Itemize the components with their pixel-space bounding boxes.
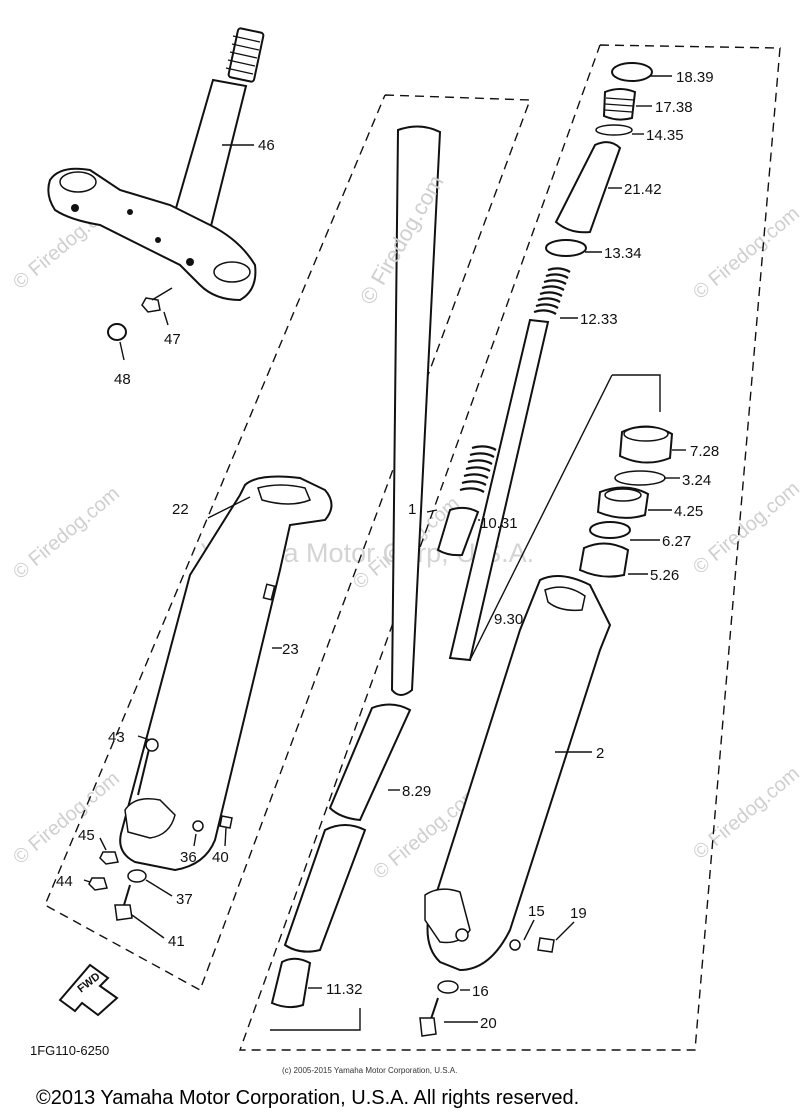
fwd-arrow-icon: FWD: [58, 963, 119, 1017]
watermark-tile: © Firedog.com: [689, 762, 800, 863]
left-outer-tube: [119, 475, 333, 872]
bottom-bracket: [270, 1008, 361, 1031]
label-part-40: 40: [212, 849, 229, 866]
label-part-37: 37: [176, 891, 193, 908]
label-part-12-33: 12.33: [580, 311, 618, 328]
gasket-16: [437, 980, 459, 994]
cap-48: [107, 323, 127, 341]
right-tube-top: [544, 586, 586, 612]
piston-ring-10: [436, 506, 480, 557]
group-outlines: [44, 44, 781, 1051]
label-part-41: 41: [168, 933, 185, 950]
taper-spindle-11: [270, 957, 312, 1009]
right-fork-assembly: [270, 62, 674, 1037]
part-labels: 46 47 48 22 23 43 45 44 36 40 37 41 1 10…: [56, 69, 719, 1032]
rebound-spring: [459, 445, 497, 493]
label-part-43: 43: [108, 729, 125, 746]
label-part-20: 20: [480, 1015, 497, 1032]
washer-36: [192, 820, 204, 832]
label-part-9-30: 9.30: [494, 611, 523, 628]
fork-spring-12: [533, 267, 571, 315]
clip-3: [614, 470, 666, 486]
bolt-41: [114, 884, 133, 921]
diagram-code: 1FG110-6250: [30, 1043, 109, 1058]
left-tube-top: [257, 484, 311, 505]
watermark-tile: © Firedog.com: [689, 202, 800, 303]
washer-6: [589, 521, 631, 539]
bracket-bore-right: [213, 261, 251, 283]
bolt-40: [219, 815, 233, 829]
nut-44: [88, 877, 108, 891]
label-part-18-39: 18.39: [676, 69, 714, 86]
watermark-tile: © Firedog.com: [689, 477, 800, 578]
label-part-44: 44: [56, 873, 73, 890]
washer-37: [127, 869, 147, 883]
label-part-13-34: 13.34: [604, 245, 642, 262]
copyright-small: (c) 2005-2015 Yamaha Motor Corporation, …: [282, 1066, 457, 1075]
bolt-20: [419, 997, 439, 1037]
right-fork-group-outline: [239, 44, 781, 1051]
bolt-47: [141, 287, 173, 313]
watermark-tile: © Firedog.com: [9, 482, 124, 583]
label-part-19: 19: [570, 905, 587, 922]
washer-15: [509, 939, 521, 951]
seal-group-bracket: [612, 374, 661, 412]
label-part-5-26: 5.26: [650, 567, 679, 584]
label-part-11-32: 11.32: [326, 981, 362, 998]
spring-seat-13: [545, 239, 587, 257]
label-part-16: 16: [472, 983, 489, 1000]
label-part-14-35: 14.35: [646, 127, 684, 144]
bracket-bore-left: [59, 171, 97, 193]
left-fork-group-outline: [44, 94, 531, 992]
label-part-3-24: 3.24: [682, 472, 711, 489]
copyright-main: ©2013 Yamaha Motor Corporation, U.S.A. A…: [36, 1087, 579, 1109]
label-part-1: 1: [408, 501, 416, 518]
label-part-4-25: 4.25: [674, 503, 703, 520]
label-part-17-38: 17.38: [655, 99, 693, 116]
bolt-19: [537, 937, 555, 953]
lower-bracket: [47, 167, 257, 302]
label-part-6-27: 6.27: [662, 533, 691, 550]
label-part-23: 23: [282, 641, 299, 658]
cap-bolt-18: [611, 62, 653, 82]
label-part-2: 2: [596, 745, 604, 762]
right-outer-tube: [426, 575, 612, 972]
steering-stem-assembly: [47, 27, 265, 341]
leader-lines: [83, 75, 686, 1023]
label-part-36: 36: [180, 849, 197, 866]
inner-tube-left: [390, 125, 442, 696]
label-part-45: 45: [78, 827, 95, 844]
spacer-21: [554, 141, 622, 234]
o-ring-14: [595, 124, 633, 136]
label-part-15: 15: [528, 903, 545, 920]
seal-group-bracket: [469, 374, 613, 661]
bushing-5: [578, 542, 630, 578]
label-part-47: 47: [164, 331, 181, 348]
label-part-7-28: 7.28: [690, 443, 719, 460]
label-part-22: 22: [172, 501, 189, 518]
left-fork-assembly: FWD: [58, 125, 442, 1017]
inner-tube-lower: [283, 824, 367, 953]
bolt-43: [137, 738, 159, 796]
label-part-8-29: 8.29: [402, 783, 431, 800]
left-axle-clamp: [124, 798, 176, 839]
damper-rod: [448, 318, 550, 662]
stem-tube: [170, 78, 248, 232]
nut-45: [99, 851, 119, 865]
label-part-46: 46: [258, 137, 275, 154]
stem-thread-lines: [225, 35, 261, 75]
slide-tube-8: [328, 703, 412, 822]
label-part-21-42: 21.42: [624, 181, 662, 198]
label-part-48: 48: [114, 371, 131, 388]
label-part-10-31: 10.31: [480, 515, 518, 532]
